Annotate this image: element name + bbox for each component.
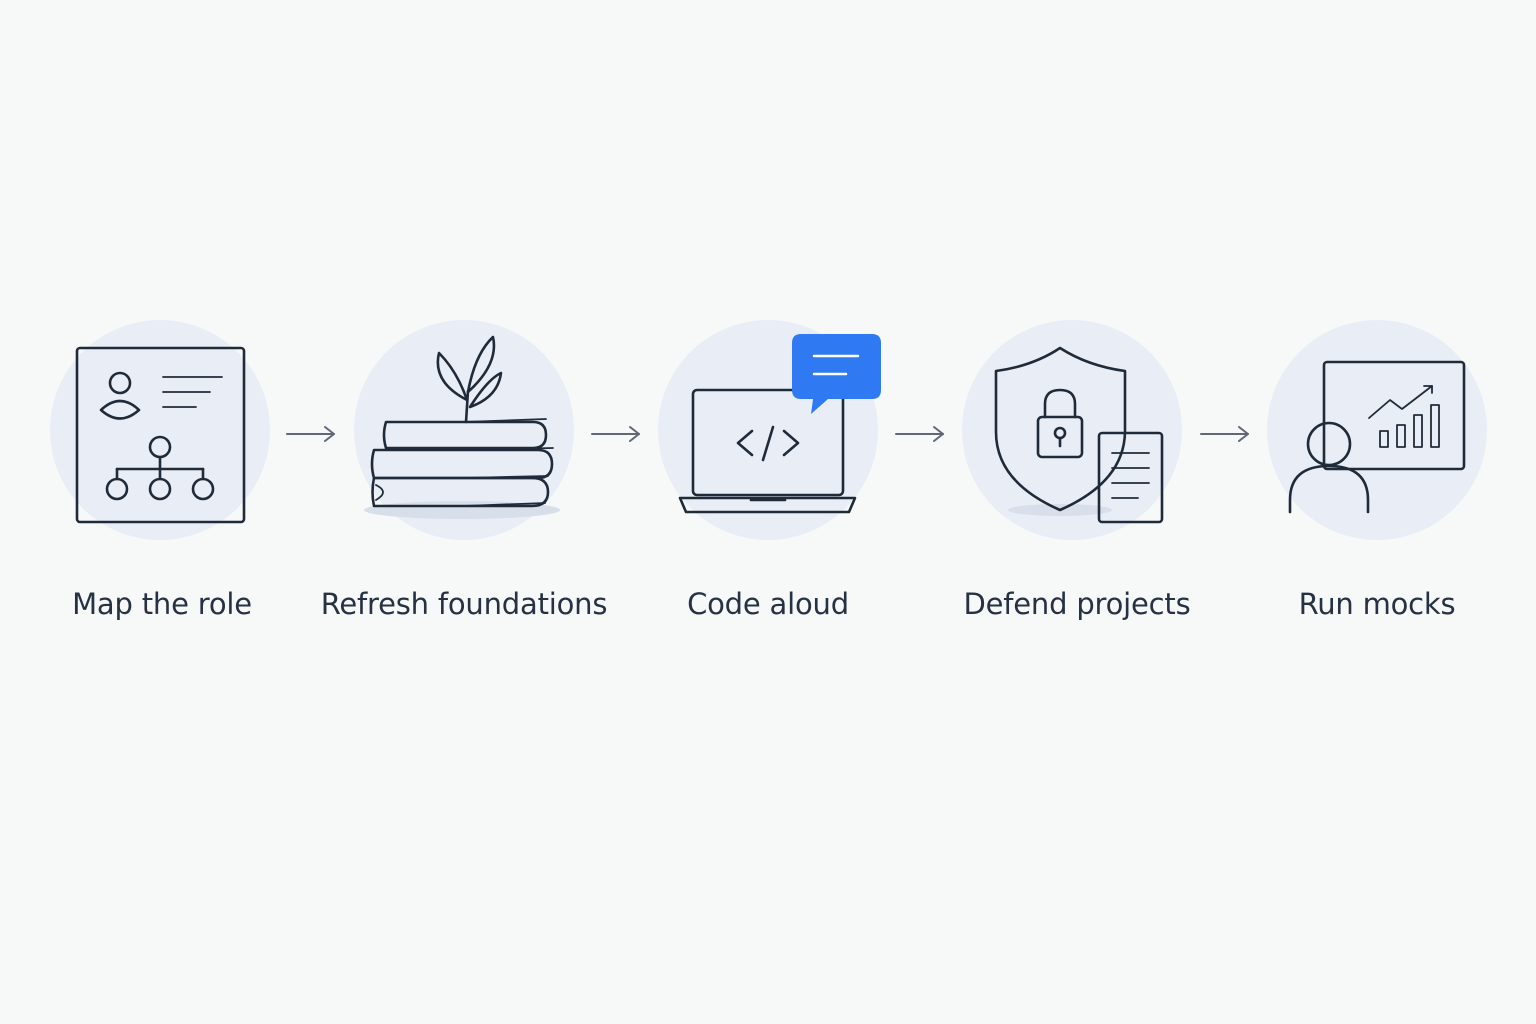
org-chart-profile-icon bbox=[75, 346, 246, 524]
chat-bubble-icon bbox=[792, 334, 881, 414]
step-5-circle bbox=[1267, 320, 1487, 540]
laptop-code-chat-icon bbox=[678, 334, 881, 514]
step-label-defend-projects: Defend projects bbox=[963, 587, 1191, 621]
step-label-code-aloud: Code aloud bbox=[687, 587, 849, 621]
books-sprout-icon bbox=[364, 335, 560, 519]
step-label-run-mocks: Run mocks bbox=[1298, 587, 1456, 621]
arrow-right-icon bbox=[286, 426, 335, 442]
step-1-circle bbox=[50, 320, 270, 540]
arrow-right-icon bbox=[591, 426, 640, 442]
step-label-refresh-foundations: Refresh foundations bbox=[320, 587, 608, 621]
shield-lock-document-icon bbox=[994, 346, 1164, 524]
step-4-circle bbox=[962, 320, 1182, 540]
presenter-chart-icon bbox=[1288, 360, 1466, 514]
arrow-right-icon bbox=[895, 426, 944, 442]
step-2-circle bbox=[354, 320, 574, 540]
arrow-right-icon bbox=[1200, 426, 1249, 442]
step-label-map-the-role: Map the role bbox=[72, 587, 252, 621]
